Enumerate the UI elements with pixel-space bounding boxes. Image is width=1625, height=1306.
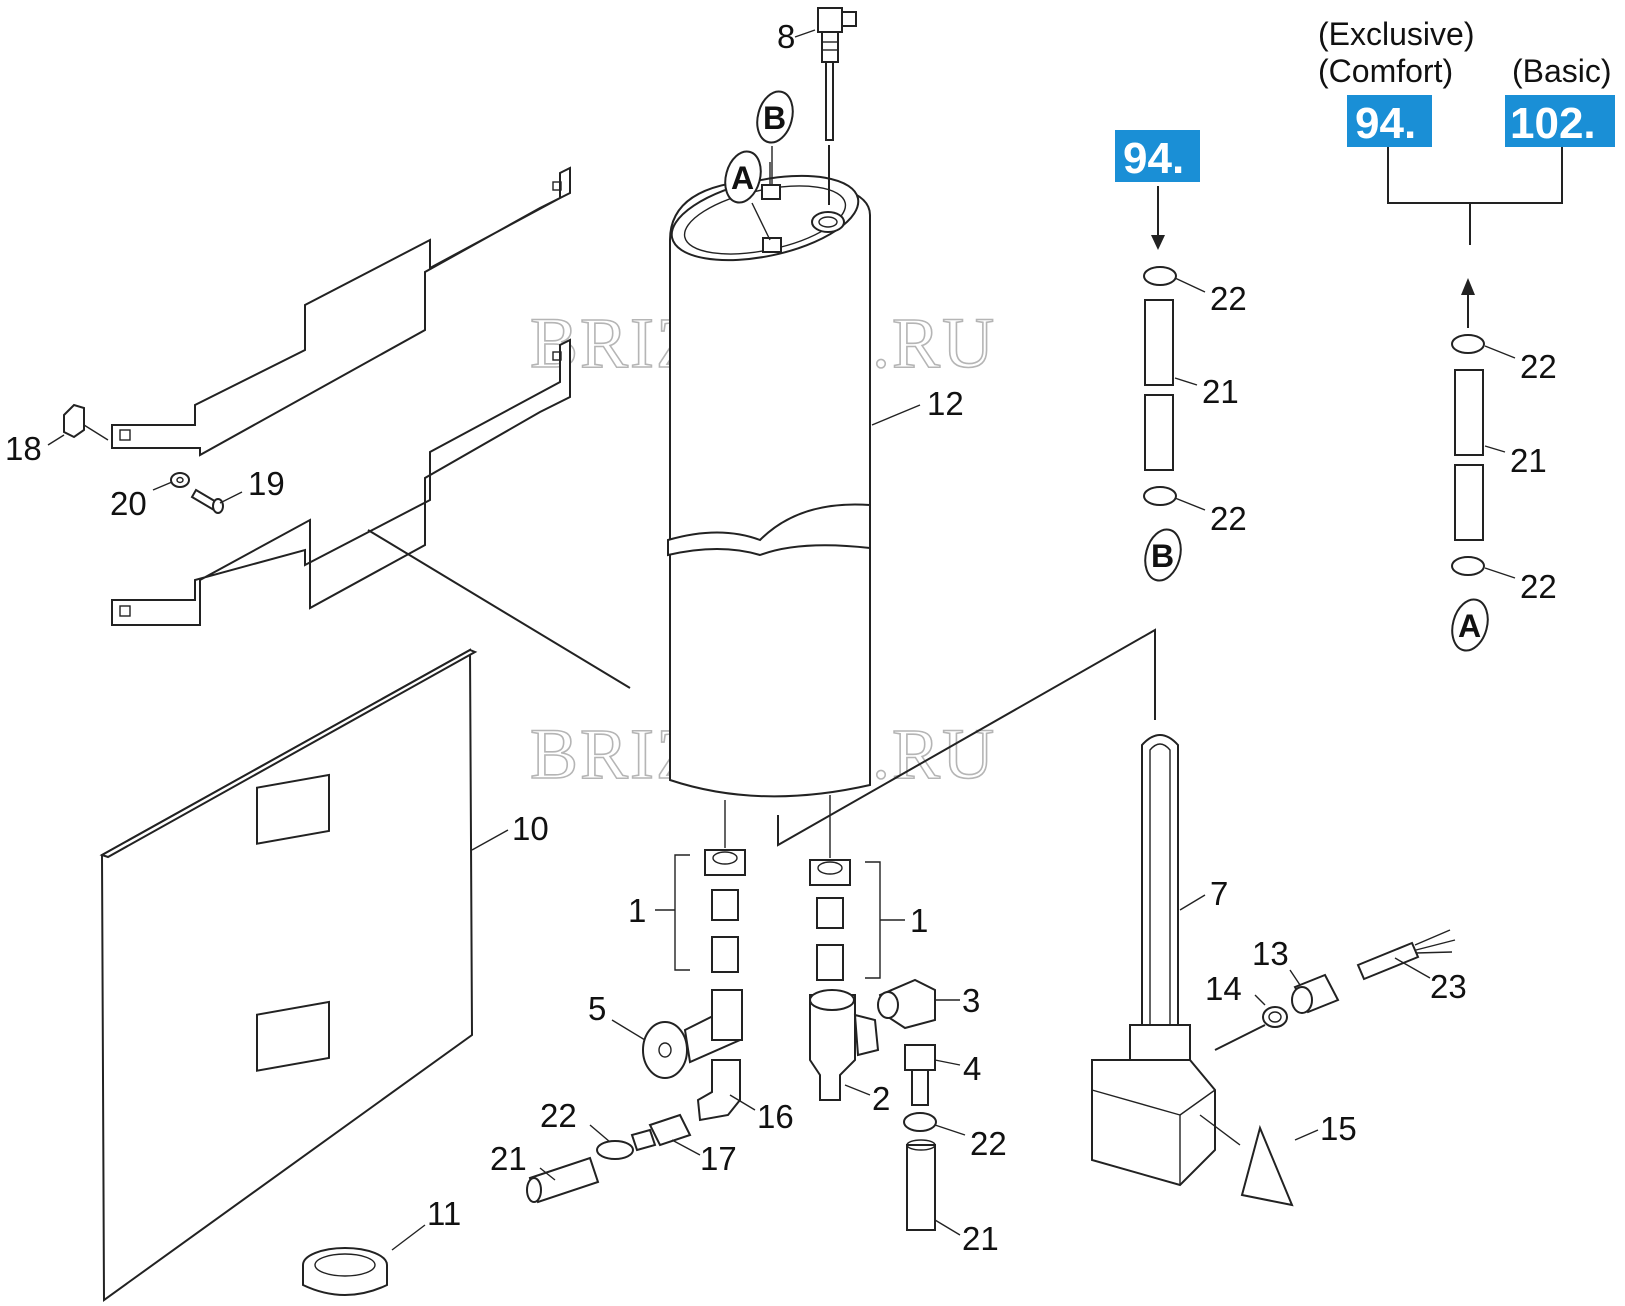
connector-a-bottom: A [1451,598,1489,652]
label-16: 16 [757,1098,794,1135]
elbow-fitting-right [877,978,936,1030]
label-21-right: 21 [1510,442,1547,479]
label-22-bottom-right: 22 [970,1125,1007,1162]
label-14: 14 [1205,970,1242,1007]
label-3: 3 [962,982,980,1019]
element-leader-line [777,628,1156,847]
label-22-top: 22 [1210,280,1247,317]
label-5: 5 [588,990,606,1027]
label-22-bottom-left: 22 [540,1097,577,1134]
gland-leader-line [1214,1024,1266,1051]
power-cable [1356,929,1456,981]
hose-clamp-bottom-left [596,1140,634,1160]
badge-94-left[interactable]: 94. [1347,95,1432,148]
label-1-right: 1 [910,902,928,939]
valve-handwheel [642,989,743,1079]
clip-part [63,403,109,441]
label-21-bottom-left: 21 [490,1140,527,1177]
hose-bottom-right [906,1139,936,1231]
label-15: 15 [1320,1110,1357,1147]
callouts: 8 12 18 20 19 22 21 22 22 21 22 10 1 1 7… [5,18,1557,1257]
label-22-right-bottom: 22 [1520,568,1557,605]
hose-bottom-left [526,1156,600,1204]
connector-b-bottom: B [1144,528,1182,582]
label-22-right-top: 22 [1520,348,1557,385]
label-18: 18 [5,430,42,467]
connector-a-top: A [724,150,771,241]
hose-nipple-right [904,1044,936,1106]
badge-102-right[interactable]: 102. [1505,95,1615,148]
hose-assembly-94 [1143,186,1177,506]
connector-b-top: B [756,90,794,185]
svg-text:102.: 102. [1510,99,1596,148]
svg-text:B: B [763,100,786,136]
mounting-bracket-upper [111,166,571,457]
label-13: 13 [1252,935,1289,972]
hose-nipple-left [630,1113,692,1152]
warning-sticker [1240,1124,1294,1207]
cable-gland [1291,973,1340,1014]
label-17: 17 [700,1140,737,1177]
label-2: 2 [872,1080,890,1117]
label-1-left: 1 [628,892,646,929]
badge-94-middle[interactable]: 94. [1115,130,1200,183]
label-7: 7 [1210,875,1228,912]
svg-text:A: A [731,160,754,196]
label-21-top: 21 [1202,373,1239,410]
fitting-set-left [674,800,746,973]
temperature-probe [817,7,857,205]
lock-nut [1262,1006,1288,1028]
variant-comfort: (Comfort) [1318,53,1453,89]
label-22-mid: 22 [1210,500,1247,537]
label-20: 20 [110,485,147,522]
water-tank [667,162,871,798]
svg-text:A: A [1458,608,1481,644]
tape-roll [302,1247,388,1296]
variant-basic: (Basic) [1512,53,1612,89]
fitting-set-right [809,795,881,981]
svg-text:94.: 94. [1355,99,1416,148]
label-19: 19 [248,465,285,502]
hose-clamp-bottom-right [903,1112,937,1132]
label-4: 4 [963,1050,981,1087]
label-11: 11 [427,1195,461,1232]
elbow-fitting-left [696,1059,741,1122]
svg-text:94.: 94. [1123,134,1184,183]
front-panel [99,648,478,1302]
screw-part [190,488,224,514]
variant-exclusive: (Exclusive) [1318,16,1474,52]
label-10: 10 [512,810,549,847]
heating-element [1091,734,1216,1187]
label-8: 8 [777,18,795,55]
hose-assembly-right [1387,147,1563,576]
label-23: 23 [1430,968,1467,1005]
mounting-bracket-lower [111,338,571,626]
label-21-bottom-right: 21 [962,1220,999,1257]
bracket-leader-line [367,529,631,689]
label-12: 12 [927,385,964,422]
angle-valve [809,989,880,1101]
washer-part [170,472,190,488]
svg-text:B: B [1151,538,1174,574]
